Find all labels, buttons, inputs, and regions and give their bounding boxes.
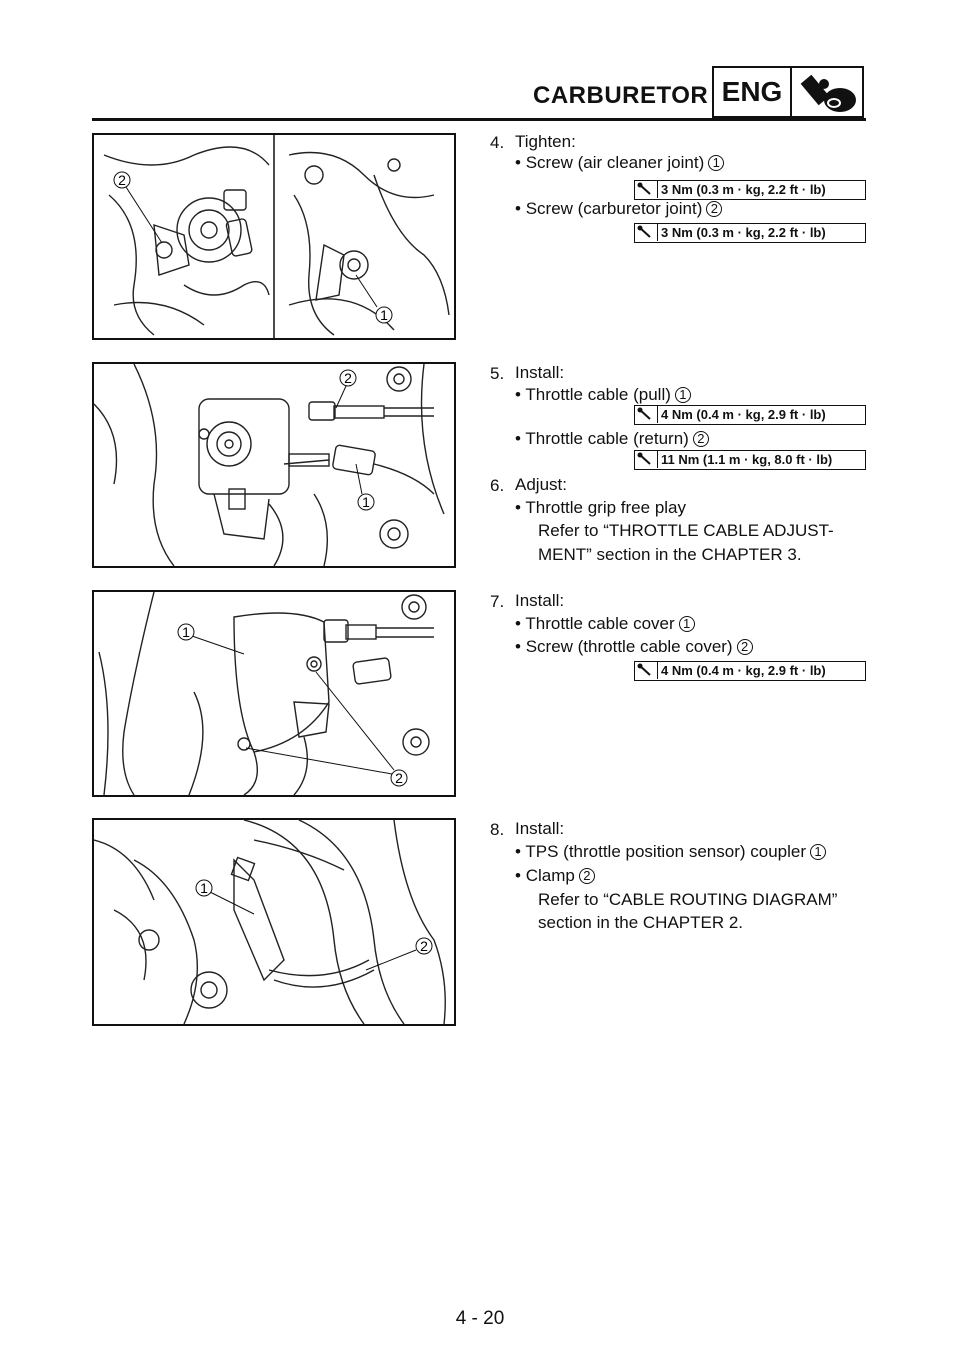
step5-number: 5. [490,364,505,383]
torque-spec: 3 Nm (0.3 m · kg, 2.2 ft · lb) [634,180,866,200]
torque-spec: 11 Nm (1.1 m · kg, 8.0 ft · lb) [634,450,866,470]
section-title: CARBURETOR [533,82,709,109]
step6-label: Adjust: [515,475,567,494]
torque-wrench-icon [635,451,658,468]
torque-value: 4 Nm (0.4 m · kg, 2.9 ft · lb) [661,407,826,422]
torque-value: 3 Nm (0.3 m · kg, 2.2 ft · lb) [661,182,826,197]
figure-tps-coupler-clamp: 1 2 [92,818,456,1026]
engine-badge-label: ENG [714,68,792,116]
step6-note-line-1: Refer to “THROTTLE CABLE ADJUST- [538,521,834,540]
step8-note-line-1: Refer to “CABLE ROUTING DIAGRAM” [538,890,838,909]
step4-item-1-marker: 1 [708,155,725,171]
torque-spec: 3 Nm (0.3 m · kg, 2.2 ft · lb) [634,223,866,243]
step5-item-2-text: Throttle cable (return) [525,429,689,448]
torque-wrench-icon [635,662,658,679]
step6-item-1-text: Throttle grip free play [525,498,687,517]
torque-spec: 4 Nm (0.4 m · kg, 2.9 ft · lb) [634,405,866,425]
step5-item-2: • Throttle cable (return)2 [515,429,709,449]
step4-label: Tighten: [515,132,576,151]
step8-item-2-text: Clamp [525,866,575,885]
figure1-callout-2: 2 [118,172,126,188]
torque-value: 3 Nm (0.3 m · kg, 2.2 ft · lb) [661,225,826,240]
step4-item-2-text: Screw (carburetor joint) [525,199,703,218]
step6-note-line-2: MENT” section in the CHAPTER 3. [538,545,802,564]
page-number: 4 - 20 [455,1308,505,1329]
step8-item-2-marker: 2 [578,868,595,884]
step8-item-1-marker: 1 [810,844,826,860]
step5-item-1-text: Throttle cable (pull) [525,385,671,404]
figure-air-cleaner-joint: 2 1 [92,133,456,340]
step6-item-1: • Throttle grip free play [515,498,687,517]
step5-item-1: • Throttle cable (pull)1 [515,385,691,405]
step7-item-2-text: Screw (throttle cable cover) [525,637,733,656]
torque-value: 11 Nm (1.1 m · kg, 8.0 ft · lb) [661,452,833,467]
engine-tool-icon [800,74,856,112]
torque-value: 4 Nm (0.4 m · kg, 2.9 ft · lb) [661,663,826,678]
step4-item-2: • Screw (carburetor joint)2 [515,199,723,219]
header-rule [92,118,866,121]
section-badge: ENG [712,66,864,118]
step8-number: 8. [490,820,505,839]
figure-throttle-cable-cover: 1 2 [92,590,456,797]
torque-wrench-icon [635,406,658,423]
step4-item-1: • Screw (air cleaner joint)1 [515,153,725,173]
step8-item-1-text: TPS (throttle position sensor) coupler [525,842,806,861]
step7-item-2: • Screw (throttle cable cover)2 [515,637,753,657]
step8-item-1: • TPS (throttle position sensor) coupler… [515,842,826,862]
torque-wrench-icon [635,181,658,198]
figure1-callout-1: 1 [380,307,388,323]
figure2-callout-2: 2 [344,370,352,386]
step7-label: Install: [515,591,565,610]
figure4-callout-2: 2 [420,938,428,954]
step4-item-1-text: Screw (air cleaner joint) [525,153,705,172]
step5-item-1-marker: 1 [674,387,691,403]
step4-number: 4. [490,133,505,152]
step7-item-2-marker: 2 [736,639,753,655]
figure3-callout-2: 2 [395,770,403,786]
step7-number: 7. [490,592,505,611]
step4-item-2-marker: 2 [706,201,723,217]
torque-wrench-icon [635,224,658,241]
figure-throttle-cables: 2 1 [92,362,456,568]
figure2-callout-1: 1 [362,494,370,510]
step5-label: Install: [515,363,565,382]
step5-item-2-marker: 2 [692,431,709,447]
step7-item-1-marker: 1 [678,616,695,632]
torque-spec: 4 Nm (0.4 m · kg, 2.9 ft · lb) [634,661,866,681]
step8-note-line-2: section in the CHAPTER 2. [538,913,744,932]
figure3-callout-1: 1 [182,624,190,640]
figure4-callout-1: 1 [200,880,208,896]
step6-number: 6. [490,476,505,495]
step8-label: Install: [515,819,565,838]
step7-item-1-text: Throttle cable cover [525,614,675,633]
